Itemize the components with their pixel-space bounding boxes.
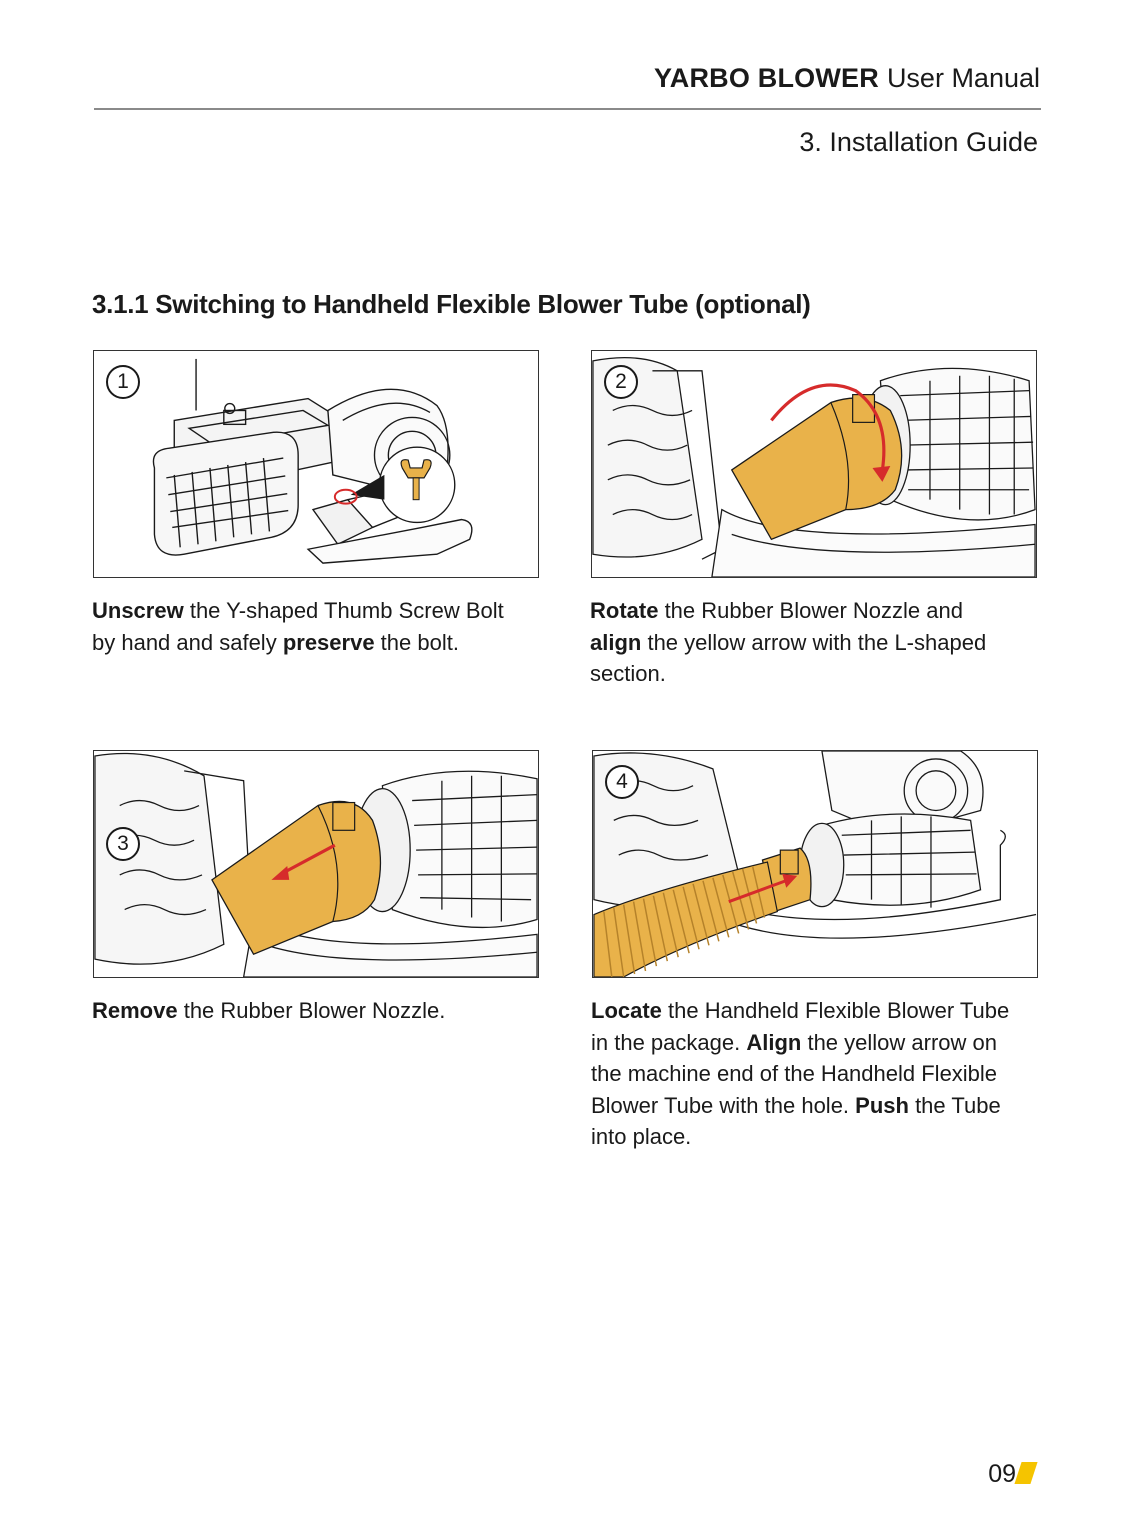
caption-text: the yellow arrow with the L-shaped secti… — [590, 629, 987, 687]
caption-text: the Handheld Flexible Blower Tube in the… — [591, 998, 1010, 1055]
caption-text: the Rubber Blower Nozzle. — [177, 998, 446, 1023]
caption-bold: Rotate — [590, 598, 659, 623]
caption-text: the bolt. — [374, 629, 459, 655]
caption-bold: align — [590, 629, 642, 655]
header-divider — [94, 108, 1041, 110]
step-1-illustration: 1 — [93, 350, 539, 578]
step-number-badge: 1 — [106, 365, 140, 399]
caption-bold: Locate — [591, 998, 662, 1023]
caption-text: the Y-shaped Thumb Screw Bolt by hand an… — [92, 598, 504, 655]
robot-blower-illustration — [152, 358, 473, 564]
step-number-badge: 2 — [604, 365, 638, 399]
tube-install-illustration — [593, 751, 1037, 977]
caption-bold: Unscrew — [92, 598, 184, 623]
nozzle-remove-illustration — [94, 752, 538, 977]
step-3-caption: Remove the Rubber Blower Nozzle. — [92, 995, 532, 1027]
caption-bold: Remove — [92, 998, 178, 1023]
nozzle-rotate-illustration — [592, 356, 1036, 577]
step-3-illustration: 3 — [93, 750, 539, 978]
caption-text: the yellow arrow on the machine end of t… — [591, 1029, 998, 1118]
step-number-badge: 4 — [605, 765, 639, 799]
caption-text: the Tube into place. — [591, 1092, 1001, 1150]
caption-bold: preserve — [282, 629, 375, 655]
caption-text: the Rubber Blower Nozzle and — [658, 598, 963, 623]
page-accent-mark — [1014, 1462, 1038, 1484]
caption-bold: Align — [746, 1029, 802, 1055]
brand-name: YARBO BLOWER — [654, 63, 879, 93]
step-1-caption: Unscrew the Y-shaped Thumb Screw Bolt by… — [92, 595, 532, 658]
subsection-title: 3.1.1 Switching to Handheld Flexible Blo… — [92, 289, 811, 319]
step-number-badge: 3 — [106, 827, 140, 861]
caption-bold: Push — [855, 1092, 909, 1118]
manual-label: User Manual — [886, 63, 1040, 93]
section-label: 3. Installation Guide — [799, 127, 1038, 157]
step-2-caption: Rotate the Rubber Blower Nozzle and alig… — [590, 595, 1020, 690]
page-number: 09 — [988, 1460, 1016, 1488]
step-4-illustration: 4 — [592, 750, 1038, 978]
step-2-illustration: 2 — [591, 350, 1037, 578]
step-4-caption: Locate the Handheld Flexible Blower Tube… — [591, 995, 1031, 1153]
